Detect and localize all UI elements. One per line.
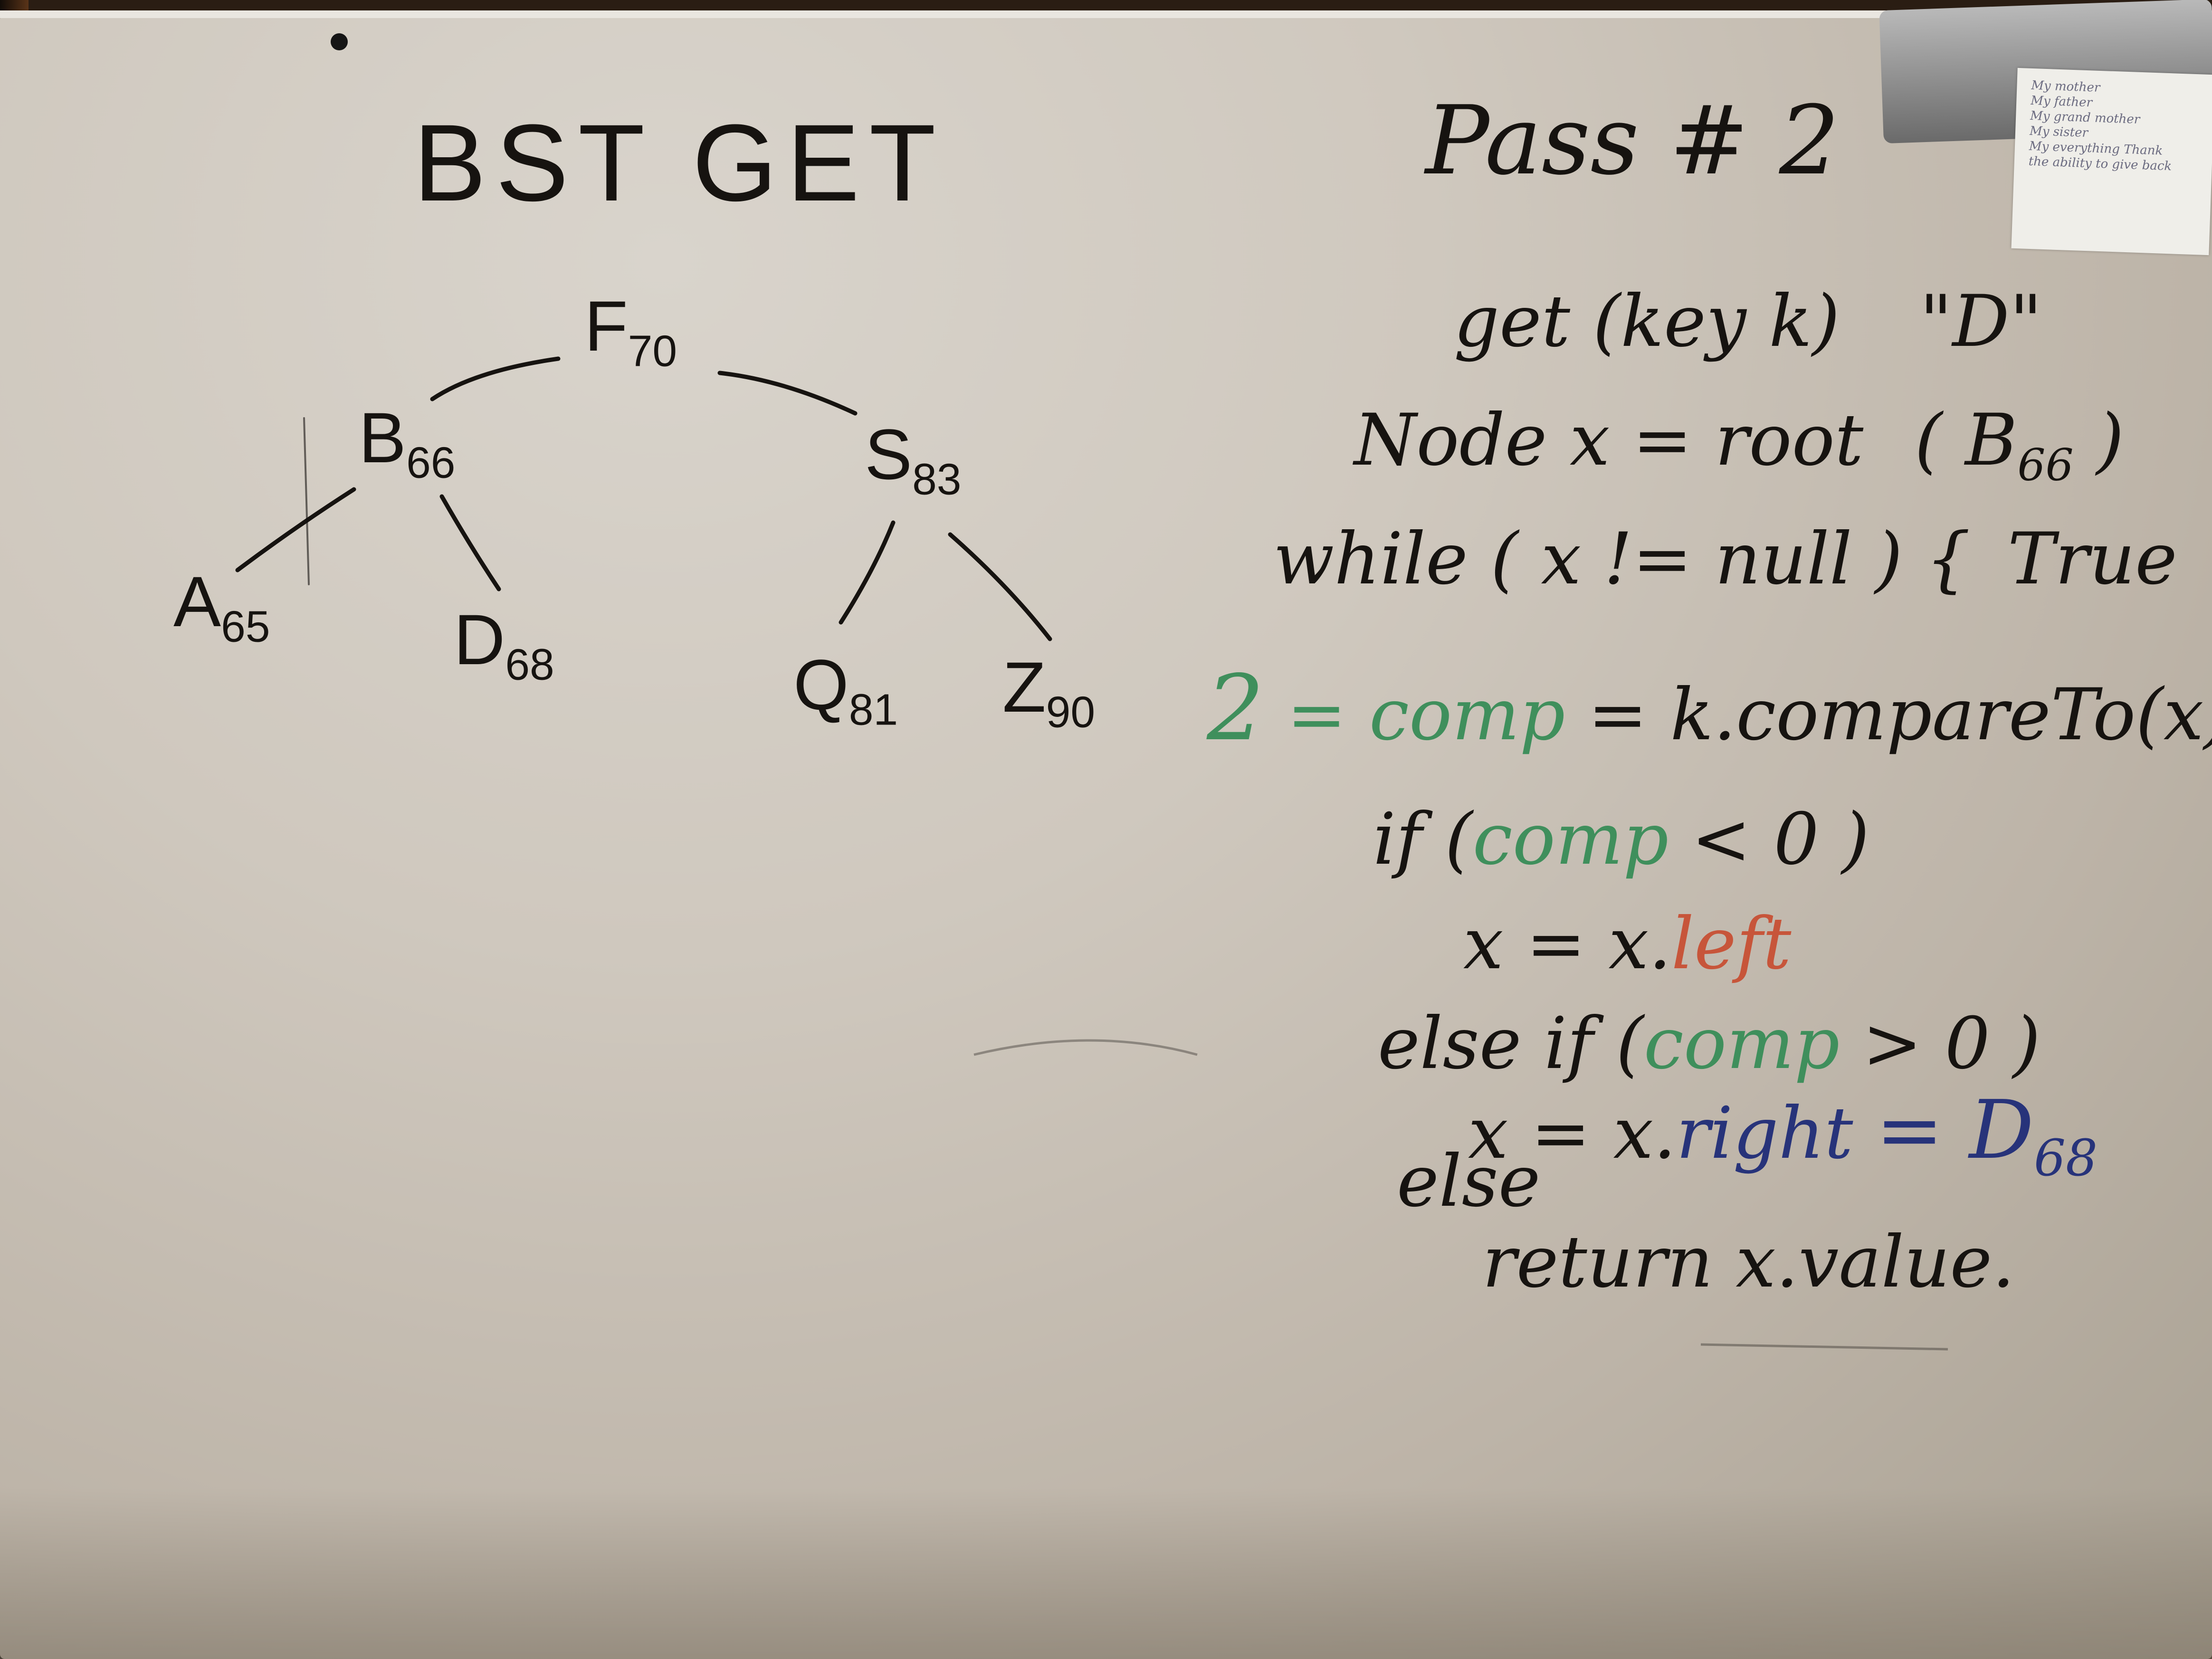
code-elseif: else if (comp > 0 ) <box>1378 1002 2040 1085</box>
if-open: if ( <box>1373 798 1473 881</box>
edge-f-s <box>717 371 858 416</box>
code-right-assign: x = x.right = D68 <box>1468 1083 2098 1187</box>
code-signature: get (key k) "D" <box>1454 280 2042 363</box>
comp-result-eq: = <box>1287 674 1347 756</box>
if-comp: comp <box>1472 798 1669 881</box>
pass-label: Pass # 2 <box>1425 86 1840 196</box>
edge-b-a <box>235 487 356 572</box>
comp-rhs: = k.compareTo(x) <box>1588 674 2212 756</box>
elseif-comp: comp <box>1643 1002 1840 1085</box>
tree-node-b: B66 <box>359 398 456 487</box>
tree-node-z: Z90 <box>1002 647 1096 737</box>
if-tail: < 0 ) <box>1691 798 1869 881</box>
faint-line <box>1700 1343 1948 1351</box>
whiteboard <box>0 14 2212 1659</box>
method-signature: get (key k) <box>1454 280 1840 363</box>
code-node-decl: Node x = root ( B66 ) <box>1354 399 2124 491</box>
search-key: "D" <box>1919 280 2042 363</box>
edge-s-z <box>948 532 1052 641</box>
code-left-assign: x = x.left <box>1463 903 1791 985</box>
tree-node-a: A65 <box>173 562 270 651</box>
edge-b-d <box>439 494 501 591</box>
whiteboard-top-frame <box>0 10 2212 18</box>
code-while: while ( x != null ) { True <box>1273 518 2177 601</box>
code-compare: 2 = comp = k.compareTo(x) <box>1207 656 2212 761</box>
comp-var: comp <box>1369 674 1565 756</box>
pin-icon <box>331 33 348 50</box>
tree-node-q: Q81 <box>793 645 898 734</box>
right-result: = D68 <box>1876 1083 2098 1187</box>
code-if: if (comp < 0 ) <box>1373 798 1869 881</box>
while-text: while ( x != null ) { <box>1273 518 1971 601</box>
stray-mark <box>303 417 310 585</box>
while-annotation: True <box>2007 518 2177 601</box>
elseif-tail: > 0 ) <box>1862 1002 2041 1085</box>
code-return: return x.value. <box>1482 1221 2015 1304</box>
faint-erased-mark <box>973 1039 1198 1056</box>
elseif-open: else if ( <box>1378 1002 1644 1085</box>
tree-node-f: F70 <box>584 286 677 376</box>
comp-result: 2 <box>1207 656 1264 761</box>
left-field: left <box>1671 903 1792 985</box>
tree-node-d: D68 <box>454 600 554 689</box>
board-title: BST GET <box>413 102 945 224</box>
edge-f-b <box>430 356 561 401</box>
right-assign-text: x = x. <box>1468 1092 1676 1175</box>
edge-s-q <box>839 520 896 625</box>
tree-node-s: S83 <box>865 414 962 504</box>
node-decl-text: Node x = root <box>1354 399 1864 482</box>
node-decl-annotation: ( B66 ) <box>1914 399 2124 491</box>
right-field: right <box>1676 1092 1853 1175</box>
code-else: else <box>1397 1140 1541 1223</box>
left-assign-text: x = x. <box>1463 903 1671 985</box>
